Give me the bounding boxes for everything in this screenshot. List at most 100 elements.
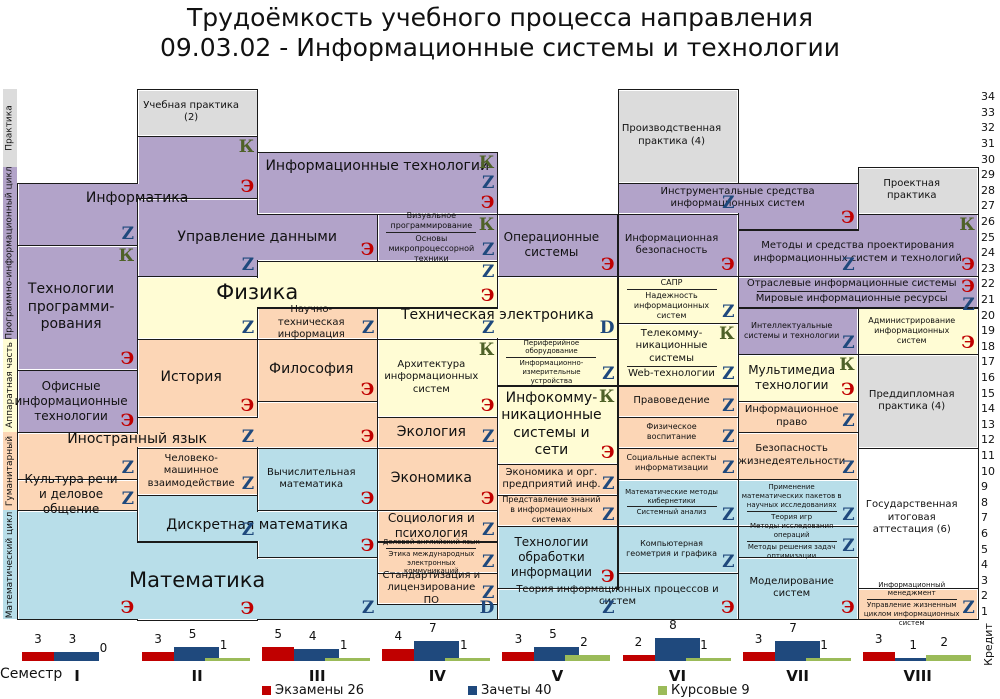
course-block[interactable]: Представление знаний в информационных си… [497, 495, 617, 526]
course-block[interactable]: Научно-техническая информация [257, 304, 377, 340]
course-block[interactable]: Инструментальные средства информационных… [618, 183, 858, 214]
exam-mark: Э [841, 380, 855, 401]
course-block[interactable]: Безопасность жизнедеятельности [738, 432, 858, 479]
credit-number: 12 [981, 433, 995, 447]
course-block[interactable]: Социология и психология [377, 510, 497, 541]
course-block[interactable]: Проектная практика [858, 167, 978, 214]
block-fill [138, 277, 257, 339]
assessment-marks: Э [139, 341, 255, 415]
course-block[interactable]: Физика [137, 276, 377, 307]
course-block[interactable]: Правоведение [618, 386, 738, 417]
credit-test-mark: Z [481, 172, 495, 193]
assessment-marks: Z [379, 575, 494, 602]
course-block[interactable]: Информационная безопасность [618, 214, 738, 276]
legend-item: Зачеты 40 [468, 683, 552, 698]
course-block[interactable]: Производственная практика (4) [618, 89, 738, 183]
separator-line [626, 366, 717, 368]
credit-test-mark: Z [241, 426, 255, 447]
bar-exams [262, 646, 295, 661]
course-name-group: Социология и психология [381, 511, 481, 541]
category-text: Математический цикл [5, 511, 16, 619]
block-fill [378, 418, 497, 448]
course-name: Компьютерная геометрия и графика [626, 539, 718, 559]
semester-label: VIII [903, 667, 932, 685]
course-block[interactable]: Управление данными [137, 214, 377, 261]
course-block[interactable]: Культура речи и деловое общение [17, 472, 137, 516]
credit-test-mark: Z [722, 458, 735, 479]
course-name: Учебная практика (2) [143, 99, 239, 124]
course-block[interactable]: Инфокомму-никационные системы и сети [497, 386, 617, 464]
course-name: Философия [269, 361, 354, 378]
course-block[interactable]: Дискретная математика [137, 510, 377, 541]
course-block[interactable]: Информационное право [738, 401, 858, 432]
course-block[interactable]: Применение математических пакетов в науч… [738, 479, 858, 526]
course-block[interactable]: Технологии программи-рования [17, 245, 137, 370]
assessment-marks: Z [740, 232, 854, 274]
course-name: Экология [396, 423, 466, 440]
exam-mark: Э [480, 489, 495, 510]
block-border [857, 167, 979, 215]
block-fill [498, 340, 617, 385]
course-name: История [160, 368, 222, 385]
course-block[interactable]: Философия [257, 339, 377, 401]
course-name: Этика международных электронных коммуник… [388, 549, 475, 576]
course-name: Правоведение [633, 394, 710, 406]
course-block[interactable]: Преддипломная практика (4) [858, 354, 978, 448]
bar-coursework [205, 658, 251, 661]
course-block[interactable]: Стандартизация и лицензирование ПО [377, 570, 497, 606]
course-block[interactable]: Информатика [17, 183, 257, 214]
exam-mark: Э [480, 395, 495, 416]
credit-test-mark: Z [842, 411, 855, 432]
course-block[interactable]: Техническая электроника [377, 307, 617, 324]
course-block[interactable]: Экономика и орг. предприятий инф. [497, 464, 617, 495]
course-block[interactable]: Информационные технологии [257, 152, 497, 183]
course-block[interactable]: Администрирование информационных систем [858, 308, 978, 355]
course-block[interactable]: История [137, 339, 257, 417]
course-name: Методы решения задач оптимизации [747, 542, 836, 560]
course-block[interactable]: Архитектура информационных систем [377, 339, 497, 417]
course-name: Отраслевые информационные системы [746, 277, 957, 289]
course-block[interactable]: Математика [129, 557, 265, 604]
course-name-group: История [160, 369, 221, 387]
course-block[interactable]: Моделирование систем [738, 557, 858, 619]
bar-value-label: 1 [820, 638, 828, 652]
course-block[interactable]: Вычислительная математика [257, 448, 377, 510]
course-block[interactable]: Офисные информационные технологии [14, 370, 137, 432]
course-block[interactable]: Человеко-машинное взаимодействие [137, 448, 257, 495]
course-block[interactable]: Операционные системы [497, 214, 617, 276]
course-block[interactable]: Иностранный язык [17, 431, 257, 448]
course-block[interactable]: Технологии обработки информации [497, 526, 617, 588]
course-block[interactable]: Методы и средства проектирования информа… [738, 230, 978, 277]
course-name: Физика [216, 279, 299, 304]
exam-mark: Э [360, 426, 375, 447]
course-block[interactable]: Государственная итоговая аттестация (6) [858, 448, 978, 588]
course-block[interactable]: Экономика [377, 448, 497, 510]
course-block[interactable]: Компьютерная геометрия и графика [618, 526, 738, 573]
bar-value-label: 1 [909, 638, 917, 652]
course-name-group: Проектная практика [862, 178, 962, 203]
course-block[interactable]: Мультимедиа технологии [738, 354, 858, 401]
exam-mark: Э [600, 567, 615, 588]
course-block[interactable]: Учебная практика (2) [137, 89, 257, 136]
course-block[interactable]: Социальные аспекты информатизации [618, 448, 738, 479]
course-block[interactable]: Экология [377, 417, 497, 448]
course-block[interactable]: Физическое воспитание [618, 417, 738, 448]
course-block[interactable]: Интеллектуальные системы и технологии [738, 308, 858, 355]
semester-label: IV [428, 667, 446, 685]
assessment-marks: Z [19, 185, 134, 243]
course-block[interactable]: Теория информационных процессов и систем [497, 584, 737, 608]
